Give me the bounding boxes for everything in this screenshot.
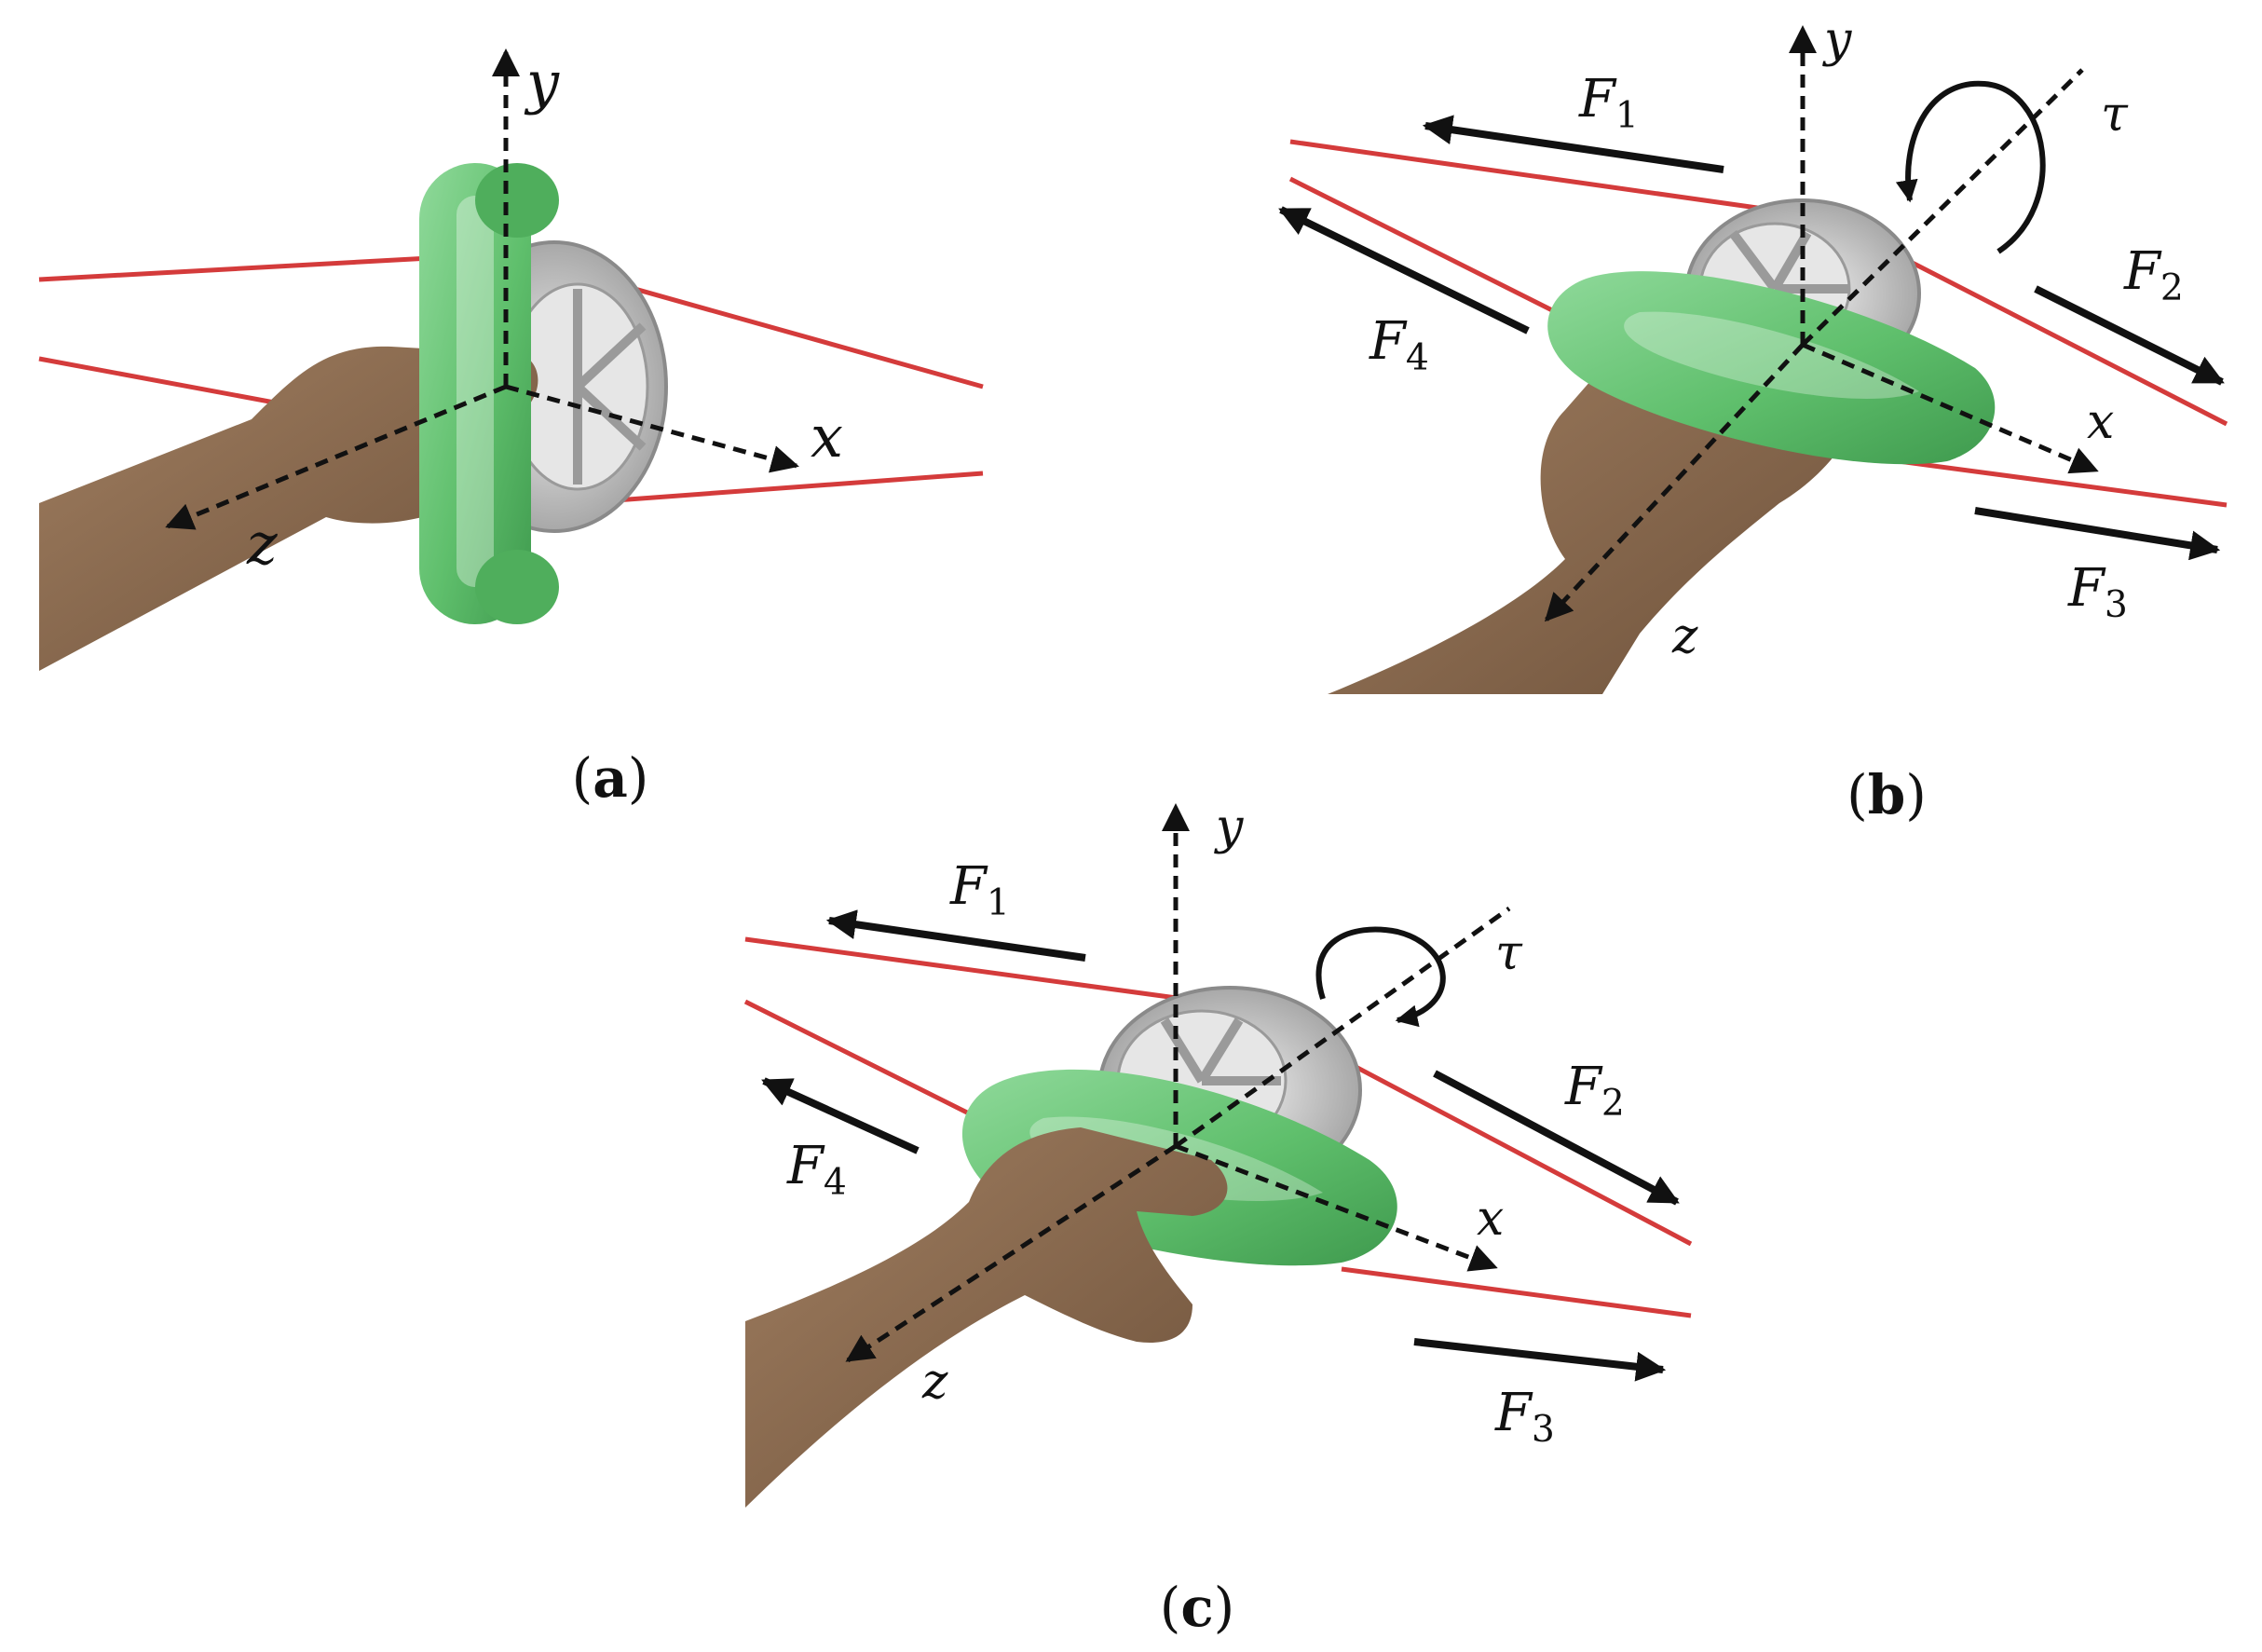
cables-b bbox=[1288, 139, 2228, 508]
cable bbox=[38, 254, 448, 282]
torque-arrow bbox=[1315, 926, 1446, 1028]
axes-b bbox=[1544, 25, 2099, 622]
force-arrow-f4 bbox=[1278, 206, 1530, 334]
cable bbox=[577, 471, 984, 506]
cable bbox=[1288, 176, 1567, 320]
force-label-f1: F1 bbox=[949, 856, 1010, 924]
cable bbox=[1861, 235, 2228, 427]
torque-arrow bbox=[1895, 80, 2046, 254]
cable bbox=[743, 999, 971, 1116]
y-axis-label: y bbox=[1822, 12, 1852, 68]
cable bbox=[1862, 454, 2228, 508]
cable bbox=[1341, 1266, 1692, 1318]
caption-a: (a) bbox=[572, 746, 649, 810]
y-axis-label: y bbox=[1214, 799, 1244, 855]
x-axis bbox=[1802, 342, 2099, 474]
z-axis-label: z bbox=[1671, 608, 1698, 664]
force-label-f2: F2 bbox=[1564, 1057, 1625, 1125]
panel-b: y x z τ F1 F2 F3 F4 (b) bbox=[1278, 12, 2228, 826]
force-arrow-f2 bbox=[1433, 1070, 1680, 1206]
axes-c bbox=[845, 803, 1511, 1363]
cable bbox=[1289, 139, 1771, 212]
x-axis bbox=[505, 384, 799, 473]
force-arrow-f1 bbox=[825, 909, 1086, 962]
force-arrows-b bbox=[1278, 115, 2225, 561]
caption-c: (c) bbox=[1160, 1576, 1235, 1639]
force-arrows-c bbox=[761, 909, 1680, 1382]
handle-b bbox=[1547, 271, 1996, 465]
x-axis-label: x bbox=[811, 403, 843, 471]
torque-axis bbox=[1174, 906, 1511, 1149]
z-axis bbox=[845, 1143, 1178, 1363]
panel-c: y x z τ F1 F2 F3 F4 (c) bbox=[743, 799, 1693, 1639]
force-label-f3: F3 bbox=[1494, 1383, 1555, 1451]
force-arrow-f3 bbox=[1974, 507, 2221, 561]
torque-axis bbox=[1801, 68, 2084, 347]
hand-c bbox=[745, 1127, 1228, 1508]
force-label-f2: F2 bbox=[2123, 241, 2184, 309]
z-axis bbox=[165, 384, 507, 530]
axes-a bbox=[165, 48, 799, 530]
handle-a bbox=[419, 163, 559, 624]
panel-a: y x z (a) bbox=[38, 48, 984, 810]
x-axis-label: x bbox=[1477, 1191, 1504, 1247]
force-arrow-f2 bbox=[2034, 285, 2225, 386]
force-arrow-f4 bbox=[761, 1077, 920, 1154]
torque-label: τ bbox=[1495, 925, 1523, 981]
cable bbox=[744, 936, 1184, 1002]
hand-a bbox=[39, 346, 538, 671]
z-axis-label: z bbox=[921, 1354, 948, 1410]
torque-label: τ bbox=[2101, 87, 2129, 143]
x-axis bbox=[1175, 1143, 1498, 1272]
force-label-f4: F4 bbox=[1369, 311, 1429, 379]
force-arrow-f1 bbox=[1422, 115, 1724, 173]
caption-b: (b) bbox=[1846, 763, 1927, 826]
y-axis-label: y bbox=[524, 48, 560, 116]
force-label-f3: F3 bbox=[2067, 558, 2128, 626]
force-arrow-f3 bbox=[1413, 1338, 1667, 1382]
force-label-f4: F4 bbox=[786, 1136, 847, 1204]
force-label-f1: F1 bbox=[1578, 69, 1639, 137]
z-axis-label: z bbox=[246, 510, 278, 578]
x-axis-label: x bbox=[2087, 394, 2114, 450]
